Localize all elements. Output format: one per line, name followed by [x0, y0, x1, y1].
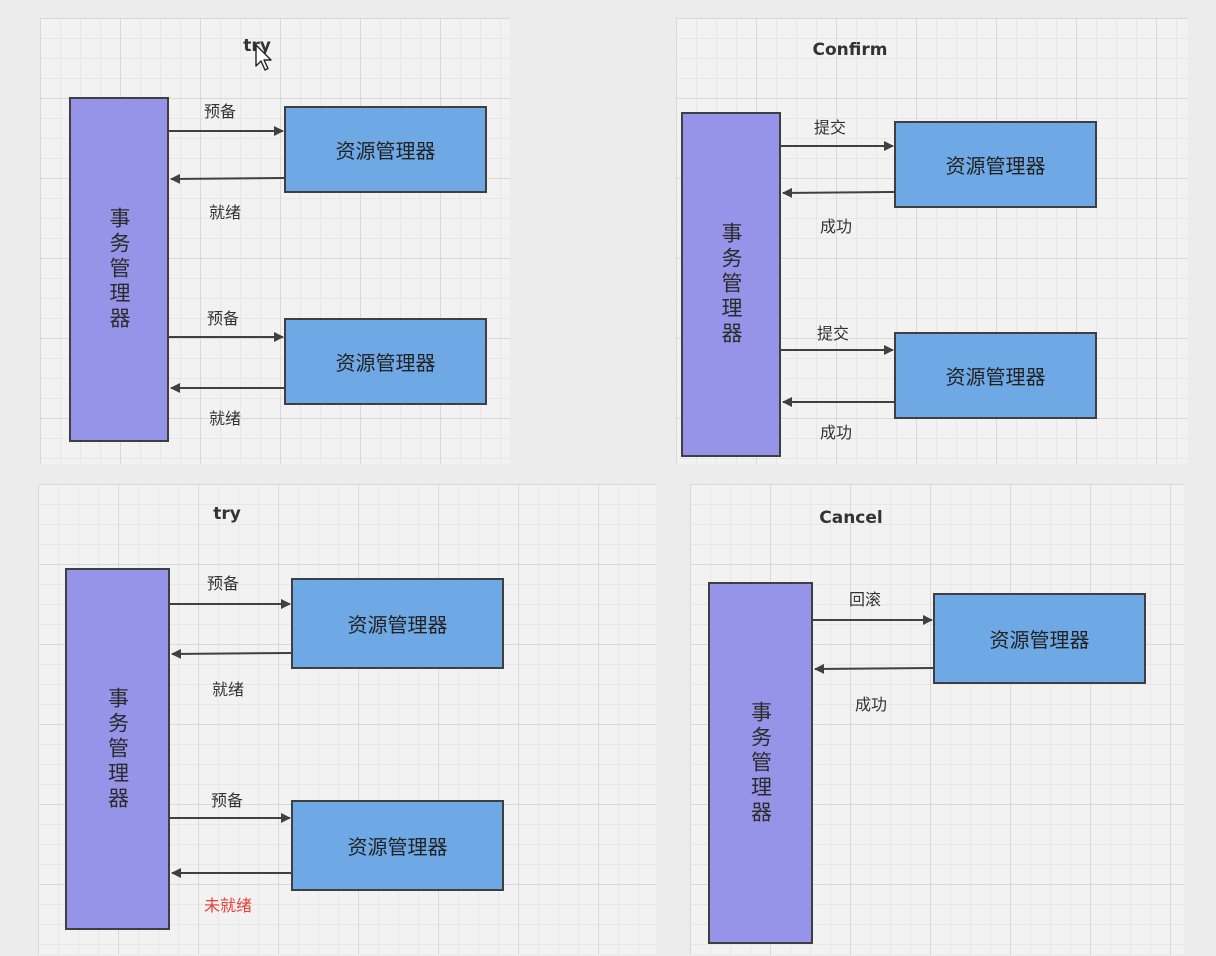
transaction-manager-box: 事务管理器 [69, 97, 169, 442]
transaction-manager-label: 事务管理器 [719, 222, 743, 347]
failure-response-label: 未就绪 [204, 896, 253, 915]
response-arrow-label: 成功 [855, 695, 888, 714]
request-arrow-label: 预备 [207, 574, 240, 593]
transaction-manager-label: 事务管理器 [107, 207, 131, 332]
transaction-manager-label: 事务管理器 [748, 700, 773, 826]
resource-manager-box: 资源管理器 [284, 106, 487, 193]
request-arrow-label: 回滚 [849, 590, 882, 609]
response-arrow-label: 就绪 [209, 203, 242, 222]
transaction-manager-label: 事务管理器 [105, 686, 130, 812]
diagram-title: try [213, 504, 241, 524]
resource-manager-box: 资源管理器 [933, 593, 1146, 684]
request-arrow-label: 预备 [204, 102, 237, 121]
resource-manager-box: 资源管理器 [284, 318, 487, 405]
transaction-manager-box: 事务管理器 [65, 568, 170, 930]
diagram-title: Confirm [812, 40, 888, 60]
diagram-title: Cancel [819, 508, 883, 528]
response-arrow-label: 就绪 [212, 680, 245, 699]
request-arrow-label: 预备 [207, 309, 240, 328]
request-arrow-label: 提交 [817, 324, 850, 343]
resource-manager-box: 资源管理器 [894, 332, 1097, 419]
resource-manager-box: 资源管理器 [894, 121, 1097, 208]
request-arrow-label: 提交 [814, 118, 847, 137]
transaction-manager-box: 事务管理器 [681, 112, 781, 457]
mouse-pointer-icon [255, 44, 272, 71]
response-arrow-label: 成功 [820, 217, 853, 236]
resource-manager-box: 资源管理器 [291, 578, 504, 669]
resource-manager-box: 资源管理器 [291, 800, 504, 891]
transaction-manager-box: 事务管理器 [708, 582, 813, 944]
response-arrow-label: 成功 [820, 423, 853, 442]
request-arrow-label: 预备 [211, 791, 244, 810]
response-arrow-label: 就绪 [209, 409, 242, 428]
